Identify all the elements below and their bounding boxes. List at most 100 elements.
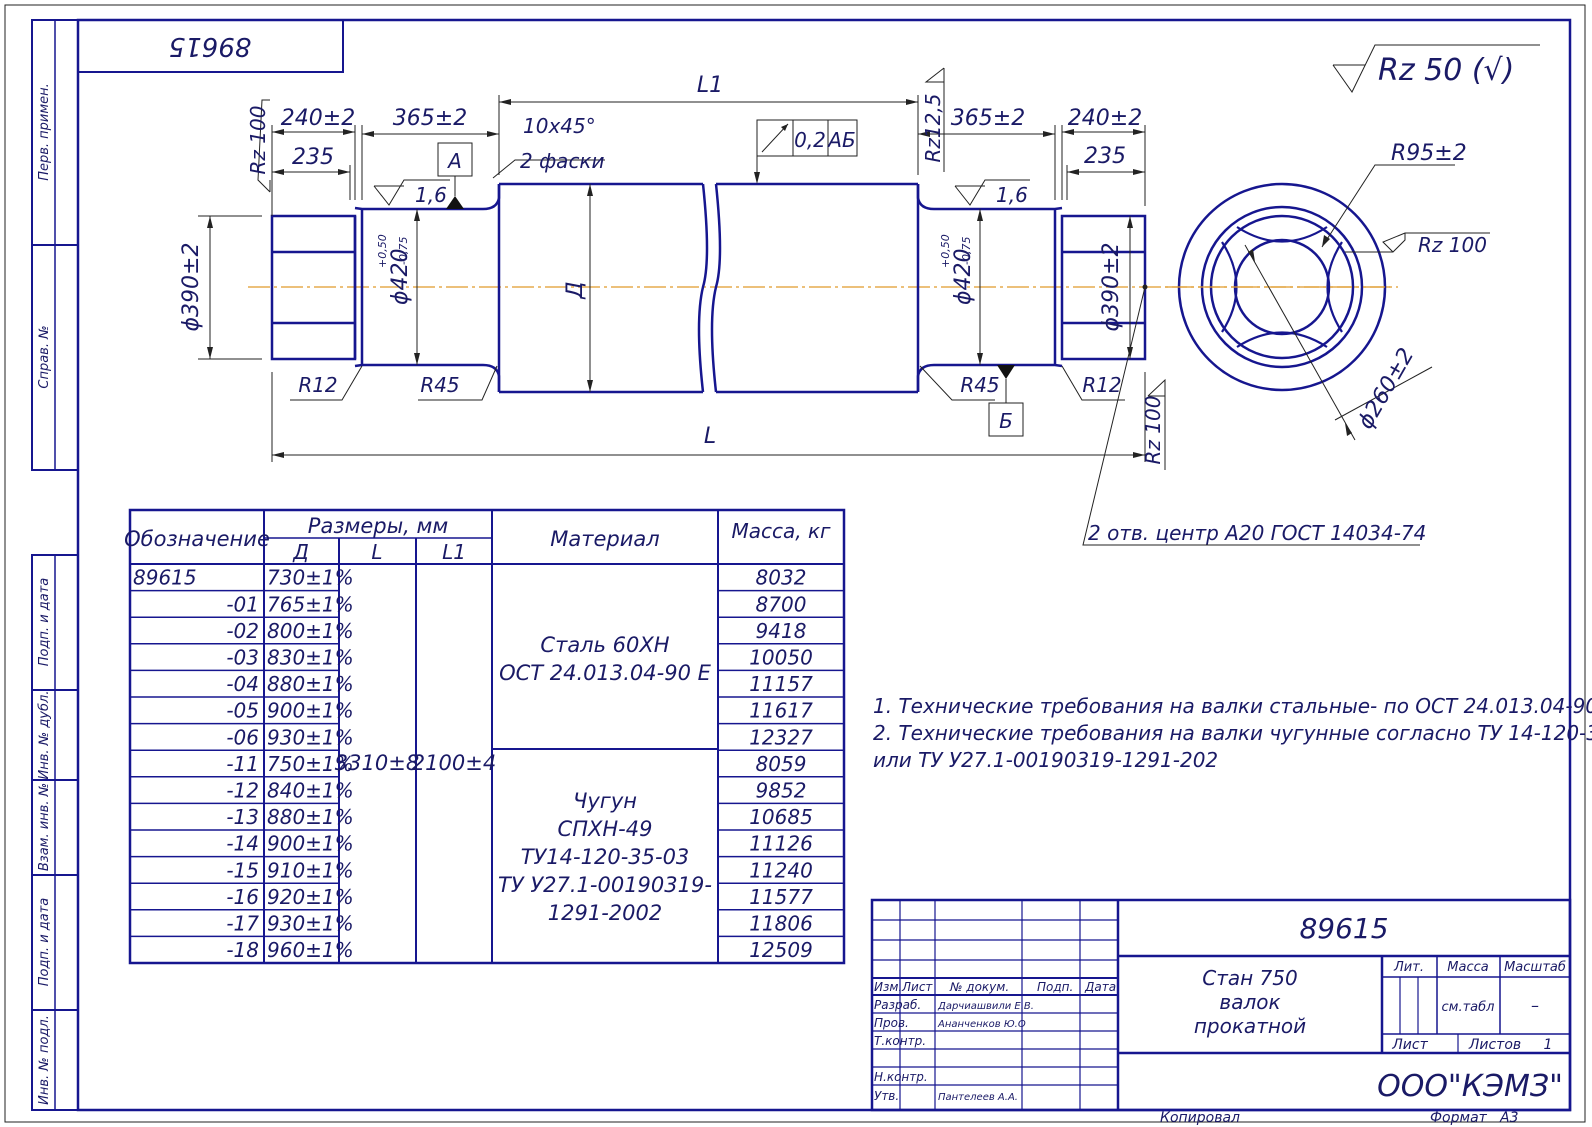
cell-designation: -01 — [226, 592, 259, 616]
cell-designation: -15 — [226, 858, 259, 882]
dim-365-right: 365±2 — [951, 106, 1025, 131]
svg-text:ϕ260±2: ϕ260±2 — [1353, 344, 1419, 434]
scale-value: – — [1531, 996, 1539, 1015]
radius-r45-left: R45 — [420, 373, 459, 397]
dim-d420-tol-up-left: +0,50 — [376, 234, 389, 268]
material-steel-2: ОСТ 24.013.04-90 Е — [499, 661, 712, 685]
material-iron-3: ТУ14-120-35-03 — [521, 845, 690, 869]
dim-D: Д — [563, 281, 588, 299]
developer-name: Дарчиашвили Е.В. — [937, 1001, 1034, 1012]
svg-text:Б: Б — [999, 409, 1013, 433]
cell-D: 920±1% — [267, 885, 354, 909]
side-label-5: Взам. инв. № — [37, 783, 52, 871]
dim-d420-right: ϕ420 — [951, 248, 976, 305]
cell-mass: 11617 — [749, 699, 813, 723]
side-label-6: Подп. и дата — [37, 898, 52, 987]
roughness-1-6-right: 1,6 — [954, 179, 1030, 207]
cell-designation: -16 — [226, 885, 259, 909]
dim-d390-left: ϕ390±2 — [179, 243, 204, 332]
note-2: 2. Технические требования на валки чугун… — [873, 721, 1592, 745]
svg-text:R95±2: R95±2 — [1391, 141, 1467, 166]
chamfer-count: 2 фаски — [520, 149, 605, 173]
roughness-left-end: Rz 100 — [246, 99, 271, 193]
title-name-2: валок — [1219, 990, 1280, 1014]
role-developer: Разраб. — [874, 998, 921, 1012]
hdr-doc: № докум. — [949, 980, 1009, 994]
cell-mass: 8032 — [756, 566, 807, 590]
th-sizes: Размеры, мм — [308, 514, 449, 538]
cell-designation: 89615 — [133, 566, 197, 590]
dim-240-right: 240±2 — [1068, 106, 1142, 131]
dim-L: L — [704, 424, 716, 449]
sheets-label: Листов — [1468, 1037, 1521, 1053]
svg-text:Rz 100: Rz 100 — [1141, 396, 1165, 465]
cell-mass: 12327 — [749, 725, 813, 749]
role-approver: Утв. — [874, 1089, 899, 1103]
cell-designation: -13 — [226, 805, 259, 829]
cell-designation: -05 — [226, 699, 259, 723]
cell-D: 730±1% — [267, 566, 354, 590]
dim-235-left: 235 — [292, 145, 334, 170]
dim-d420-tol-low-left: -0,75 — [397, 237, 410, 265]
cell-D: 880±1% — [267, 805, 354, 829]
technical-notes: 1. Технические требования на валки сталь… — [873, 694, 1592, 772]
cell-mass: 8059 — [756, 752, 807, 776]
center-hole-note: 2 отв. центр А20 ГОСТ 14034-74 — [1082, 284, 1426, 546]
cell-mass: 11157 — [749, 672, 813, 696]
svg-text:1,6: 1,6 — [415, 183, 447, 207]
role-ncontrol: Н.контр. — [874, 1070, 928, 1084]
th-L1: L1 — [442, 540, 466, 564]
dim-235-right: 235 — [1084, 144, 1126, 169]
th-material: Материал — [550, 527, 659, 551]
note-1: 1. Технические требования на валки сталь… — [873, 694, 1592, 718]
cell-L-value: 3310±8 — [335, 751, 419, 775]
cell-D: 960±1% — [267, 938, 354, 962]
svg-text:Rz 100: Rz 100 — [1418, 233, 1487, 257]
radius-r12-left: R12 — [298, 373, 337, 397]
mass-label: Масса — [1447, 960, 1488, 975]
cell-mass: 11126 — [749, 832, 813, 856]
title-doc-number: 89615 — [1299, 912, 1388, 945]
general-roughness: Rz 50 (√) — [1332, 44, 1540, 93]
checker-name: Ананченков Ю.О — [937, 1019, 1026, 1030]
cell-designation: -17 — [226, 912, 259, 936]
dim-L1: L1 — [697, 73, 723, 98]
chamfer-label: 10x45° — [523, 114, 596, 138]
hdr-date: Дата — [1084, 980, 1116, 994]
arrowheads — [207, 99, 1145, 458]
cell-D: 800±1% — [267, 619, 354, 643]
dim-d420-tol-low-right: -0,75 — [960, 237, 973, 265]
dim-d420-tol-up-right: +0,50 — [939, 234, 952, 268]
runout-value: 0,2 — [794, 128, 826, 152]
dim-240-left: 240±2 — [281, 106, 355, 131]
runout-base: АБ — [826, 128, 855, 152]
svg-text:1,6: 1,6 — [996, 183, 1028, 207]
cell-D: 910±1% — [267, 858, 354, 882]
cell-mass: 10685 — [749, 805, 813, 829]
dim-d420-left: ϕ420 — [388, 248, 413, 305]
datum-A: А — [437, 142, 473, 209]
end-view: R95±2 ϕ260±2 Rz 100 — [1165, 141, 1490, 441]
dim-365-left: 365±2 — [393, 106, 467, 131]
cell-mass: 9852 — [756, 779, 807, 803]
svg-text:А: А — [446, 149, 462, 173]
title-block: Изм. Лист № докум. Подп. Дата Разраб. Пр… — [870, 898, 1572, 1112]
cell-designation: -14 — [226, 832, 259, 856]
outer-border — [4, 4, 1586, 1123]
variants-table: Обозначение Размеры, мм Д L L1 Материал … — [124, 508, 846, 965]
radius-leaders: R12 R45 R45 R12 — [290, 365, 1125, 401]
runout-tolerance: 0,2 АБ — [756, 119, 858, 172]
cell-designation: -18 — [226, 938, 259, 962]
side-strip: Перв. примен. Справ. № Подп. и дата Инв.… — [31, 19, 79, 1111]
material-iron-4: ТУ У27.1-00190319- — [498, 873, 712, 897]
material-iron-2: СПХН-49 — [558, 817, 653, 841]
hdr-sign: Подп. — [1037, 980, 1073, 994]
svg-text:Rz 100: Rz 100 — [246, 106, 270, 175]
dim-d390-right: ϕ390±2 — [1099, 243, 1124, 332]
note-3: или ТУ У27.1-00190319-1291-202 — [873, 748, 1218, 772]
chamfer-leader: 10x45° 2 фаски — [492, 114, 605, 179]
cell-D: 930±1% — [267, 912, 354, 936]
cell-D: 930±1% — [267, 725, 354, 749]
title-name-1: Стан 750 — [1202, 966, 1297, 990]
